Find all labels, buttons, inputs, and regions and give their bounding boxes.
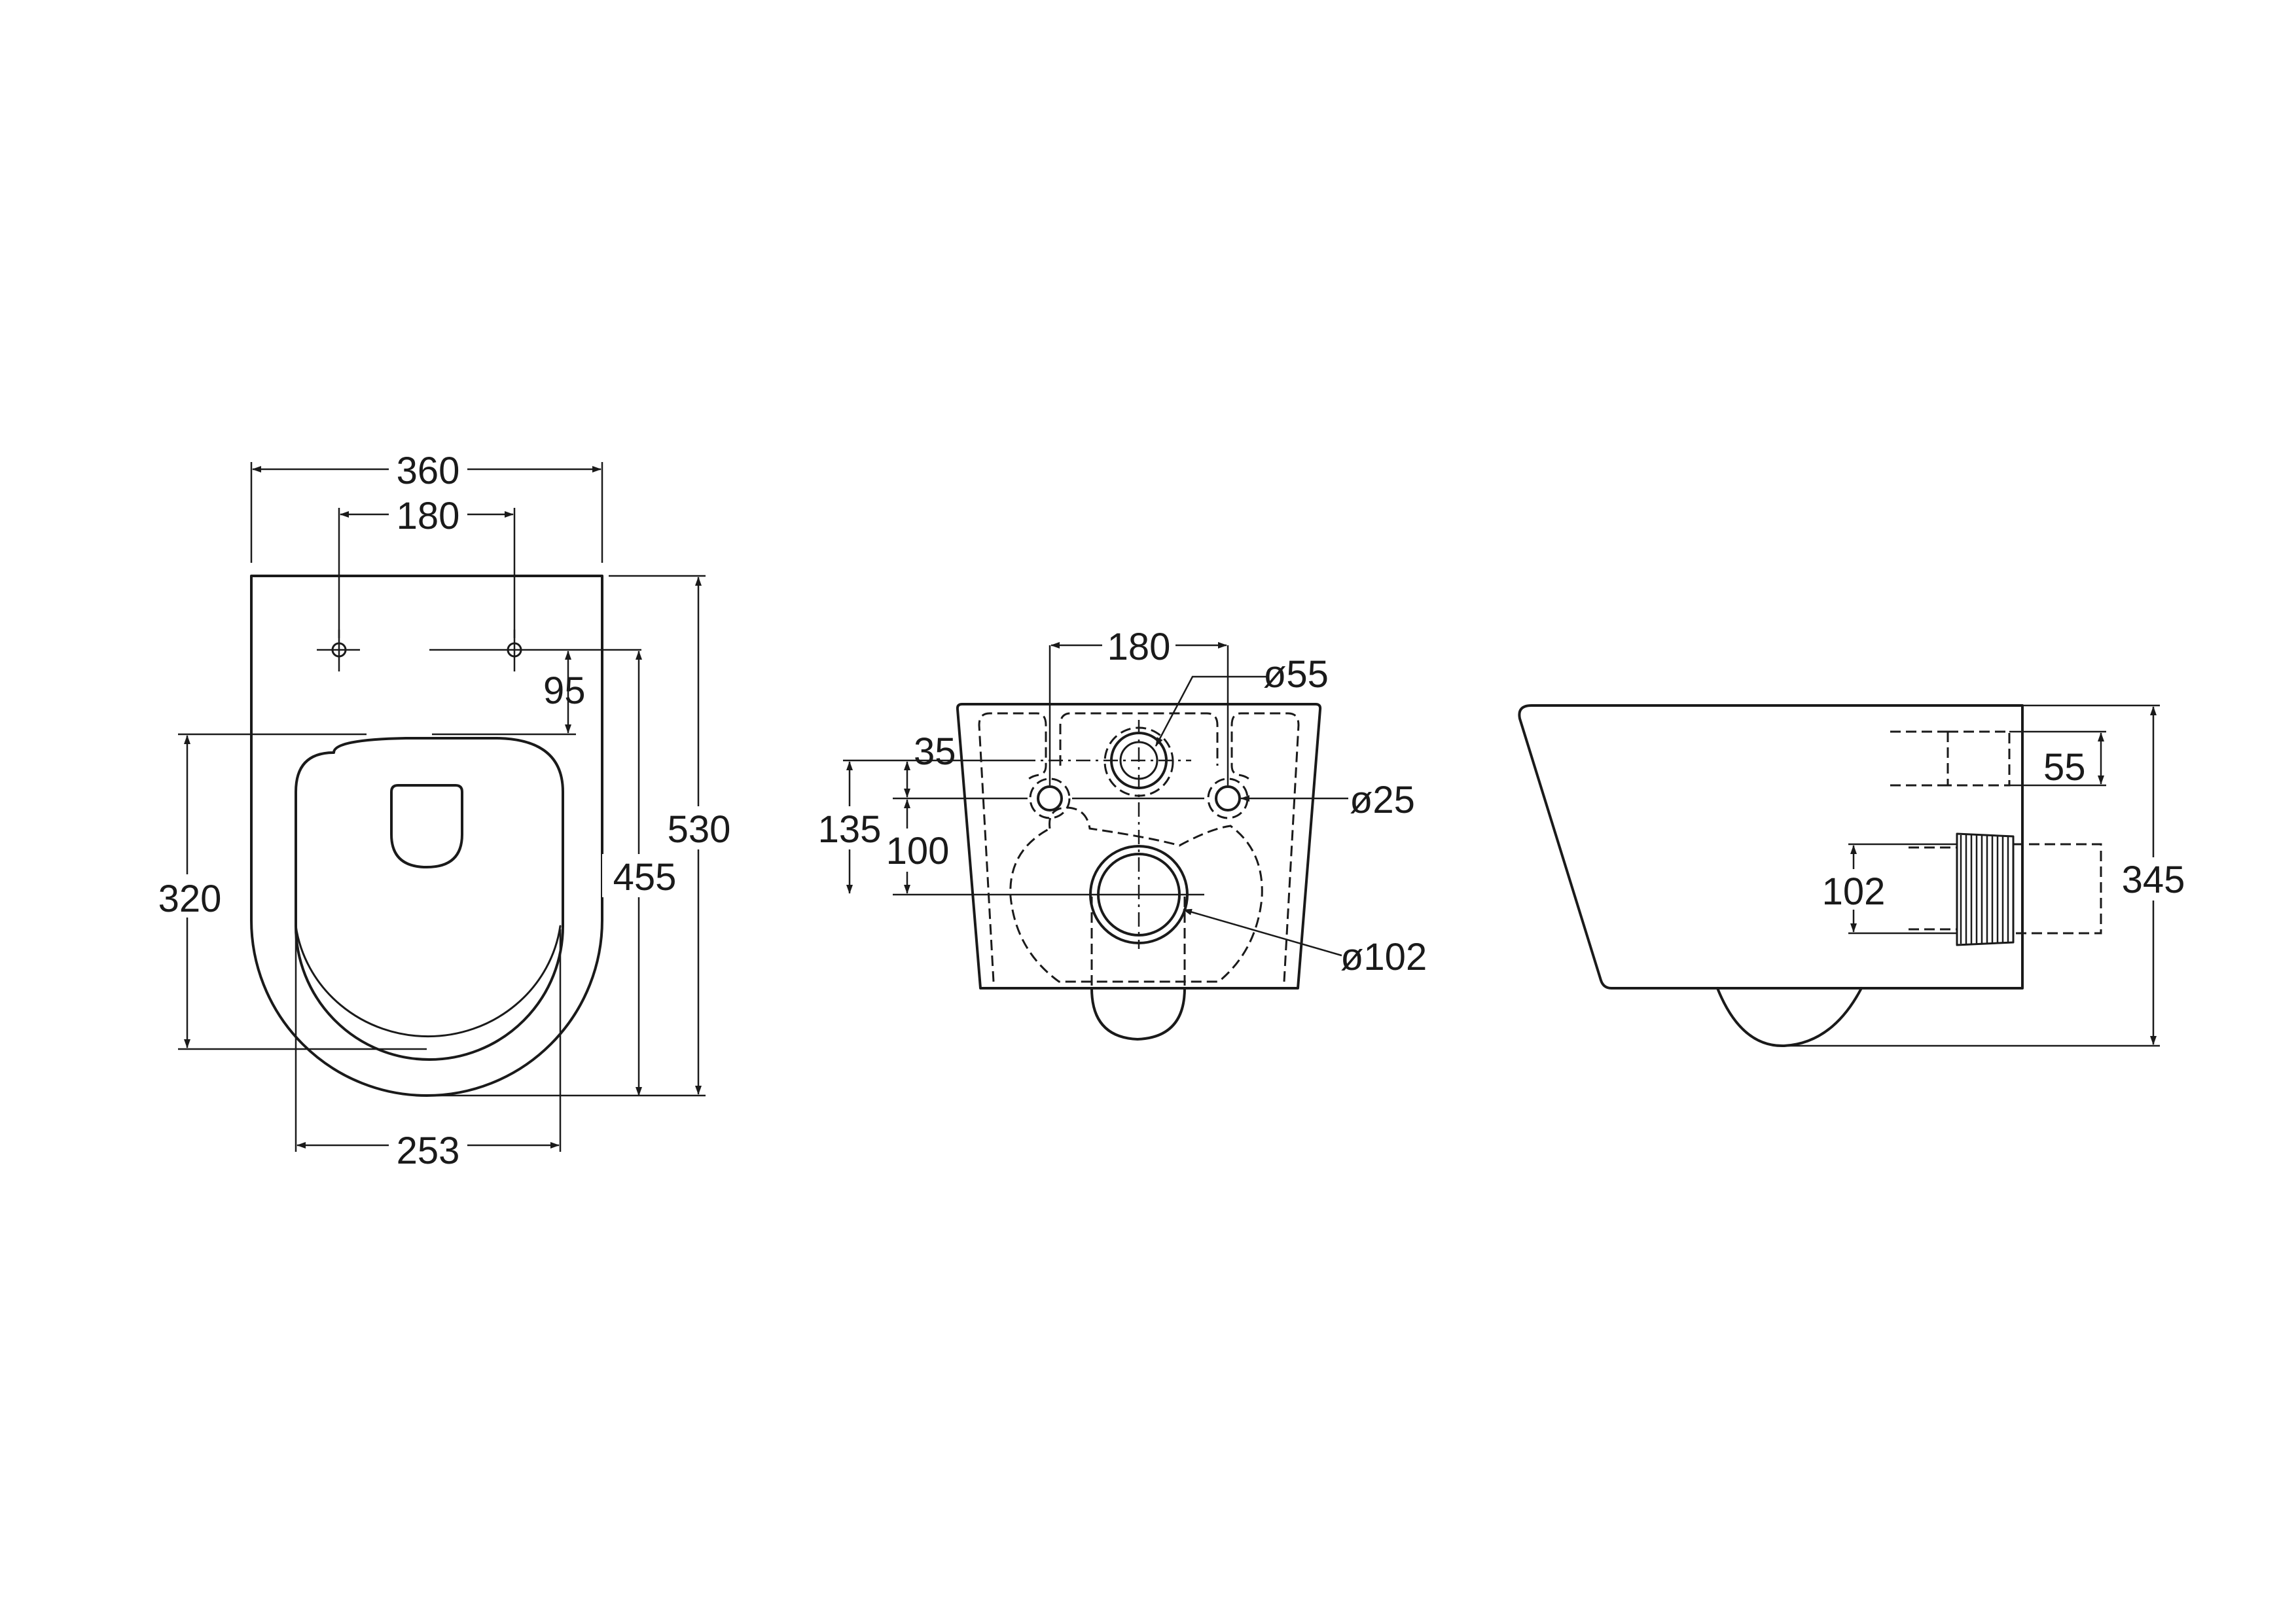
rear-hidden-bowl: [1009, 806, 1263, 983]
rear-fixing-hole-left: [1037, 785, 1063, 812]
lid-handle: [390, 784, 463, 868]
dim-seat-length: 320: [158, 878, 222, 920]
side-hidden-inlet: [1890, 730, 2011, 787]
rear-dim-inlet-dia: ø55: [1263, 653, 1329, 696]
rear-hidden-inlet-chamber: [1059, 712, 1219, 766]
dim-fixing-to-front: 455: [613, 856, 677, 899]
rear-dim-fixing-to-outlet: 100: [886, 830, 950, 872]
side-rim-bulge: [1716, 987, 1863, 1048]
side-dim-overall-height: 345: [2122, 859, 2185, 901]
seat-inner-edge: [295, 925, 562, 1038]
rear-view: 180 ø55 35 ø25 135 100 ø102: [812, 626, 1427, 1041]
side-body-outline: [1518, 704, 2024, 990]
pan-outline: [250, 575, 603, 1097]
rear-dim-outlet-dia: ø102: [1340, 936, 1427, 978]
rear-rim-bulge: [1090, 987, 1186, 1041]
rear-dim-fixing-hole-dia: ø25: [1350, 779, 1415, 821]
leader-inlet: [1155, 675, 1267, 747]
dim-overall-width: 360: [397, 450, 460, 492]
dim-seat-width: 253: [397, 1130, 460, 1172]
fixing-hole-crosshairs: [317, 630, 641, 671]
side-dim-outlet-dia: 102: [1822, 870, 1886, 913]
dim-overall-length: 530: [668, 808, 731, 851]
leader-outlet: [1183, 908, 1342, 957]
rear-dim-inlet-offset: 35: [914, 730, 956, 773]
rear-hidden-cavity-left: [978, 712, 1047, 982]
side-dim-inlet-height: 55: [2043, 746, 2086, 789]
rear-fixing-hole-right: [1215, 785, 1241, 812]
dim-fixing-to-seat: 95: [543, 669, 586, 712]
top-view: 360 180 95 320 455 530 253: [151, 450, 737, 1172]
rear-body-outline: [956, 703, 1322, 990]
outlet-connector-ribs: [1956, 832, 2015, 946]
rear-dim-outlet-height: 135: [818, 808, 882, 851]
dim-fixing-centres: 180: [397, 495, 460, 537]
rear-hidden-cavity-right: [1230, 712, 1300, 982]
rear-dim-fixing-centres: 180: [1107, 626, 1171, 668]
side-view: 55 102 345: [1518, 704, 2191, 1048]
side-hidden-outlet: [1909, 843, 2102, 935]
